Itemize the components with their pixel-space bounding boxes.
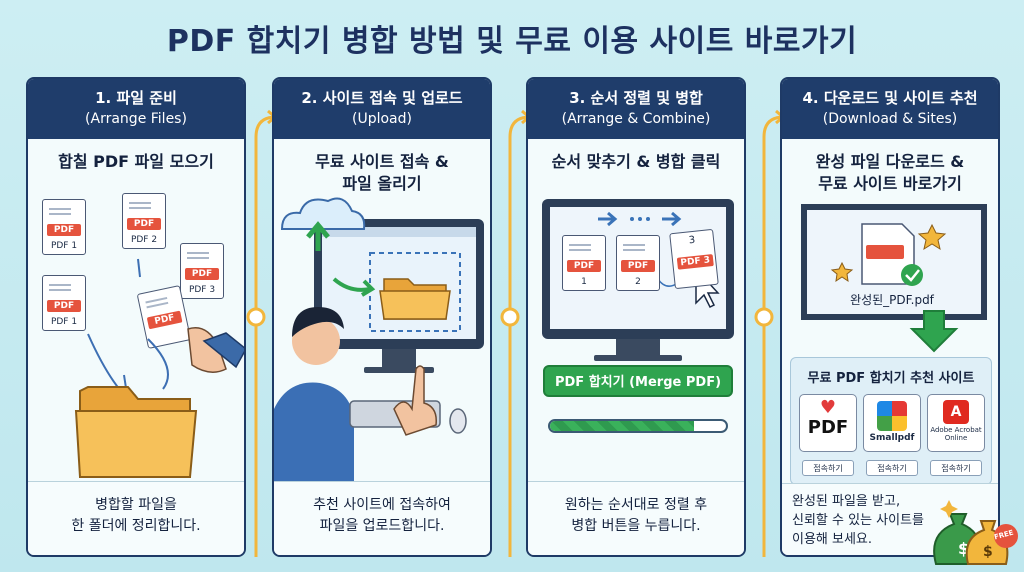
step-card-1: 1. 파일 준비 (Arrange Files) 합칠 PDF 파일 모으기 P… bbox=[26, 77, 246, 557]
sites-title: 무료 PDF 합치기 추천 사이트 bbox=[807, 371, 975, 386]
step-heading: 2. 사이트 접속 및 업로드 bbox=[301, 89, 463, 107]
site-link-button[interactable]: 접속하기 bbox=[866, 460, 918, 476]
site-link-button[interactable]: 접속하기 bbox=[930, 460, 982, 476]
step-header: 3. 순서 정렬 및 병합 (Arrange & Combine) bbox=[528, 79, 744, 139]
step-heading-en: (Arrange & Combine) bbox=[561, 111, 711, 127]
step-subtitle: 순서 맞추기 & 병합 클릭 bbox=[551, 152, 721, 171]
step-footer: 추천 사이트에 접속하여 파일을 업로드합니다. bbox=[274, 481, 490, 555]
merge-pdf-button[interactable]: PDF 합치기 (Merge PDF) bbox=[543, 365, 733, 397]
site-link-button[interactable]: 접속하기 bbox=[802, 460, 854, 476]
step-subtitle: 무료 사이트 접속 & 파일 올리기 bbox=[315, 152, 449, 193]
money-bag-icon: $ $ bbox=[933, 500, 1018, 565]
step-card-3: 3. 순서 정렬 및 병합 (Arrange & Combine) 순서 맞추기… bbox=[526, 77, 746, 557]
step-footer: 병합할 파일을 한 폴더에 정리합니다. bbox=[28, 481, 244, 555]
pdf-document-icon: 3 PDF 3 bbox=[669, 228, 719, 290]
step-header: 1. 파일 준비 (Arrange Files) bbox=[28, 79, 244, 139]
svg-text:$: $ bbox=[958, 539, 969, 558]
step-heading-en: (Arrange Files) bbox=[85, 111, 187, 127]
page-title: PDF 합치기 병합 방법 및 무료 이용 사이트 바로가기 bbox=[166, 24, 858, 59]
flow-connector bbox=[500, 109, 530, 557]
step-heading-en: (Upload) bbox=[352, 111, 412, 127]
step-subtitle: 합칠 PDF 파일 모으기 bbox=[58, 152, 214, 171]
step-heading: 1. 파일 준비 bbox=[95, 89, 177, 107]
heart-icon: ♥ bbox=[819, 397, 837, 418]
flow-connector bbox=[246, 109, 276, 557]
recommended-sites-panel: 무료 PDF 합치기 추천 사이트 ♥ PDF Smallpdf A Adobe… bbox=[790, 357, 992, 485]
step-heading: 3. 순서 정렬 및 병합 bbox=[569, 89, 703, 107]
site-ilovepdf[interactable]: ♥ PDF bbox=[799, 394, 857, 452]
step-header: 2. 사이트 접속 및 업로드 (Upload) bbox=[274, 79, 490, 139]
completed-file-name: 완성된_PDF.pdf bbox=[850, 293, 934, 307]
step-heading: 4. 다운로드 및 사이트 추천 bbox=[802, 89, 978, 107]
flow-connector bbox=[754, 109, 784, 557]
step-header: 4. 다운로드 및 사이트 추천 (Download & Sites) bbox=[782, 79, 998, 139]
step-card-2: 2. 사이트 접속 및 업로드 (Upload) 무료 사이트 접속 & 파일 … bbox=[272, 77, 492, 557]
step-footer: 원하는 순서대로 정렬 후 병합 버튼을 누릅니다. bbox=[528, 481, 744, 555]
site-adobe-acrobat[interactable]: A Adobe Acrobat Online bbox=[927, 394, 985, 452]
step-heading-en: (Download & Sites) bbox=[822, 111, 958, 127]
merge-progress-bar bbox=[548, 419, 728, 433]
svg-text:$: $ bbox=[983, 544, 993, 560]
site-smallpdf[interactable]: Smallpdf bbox=[863, 394, 921, 452]
step-subtitle: 완성 파일 다운로드 & 무료 사이트 바로가기 bbox=[815, 152, 965, 193]
adobe-acrobat-icon: A bbox=[943, 400, 969, 424]
step-card-4: 4. 다운로드 및 사이트 추천 (Download & Sites) 완성 파… bbox=[780, 77, 1000, 557]
smallpdf-logo-icon bbox=[877, 401, 907, 431]
